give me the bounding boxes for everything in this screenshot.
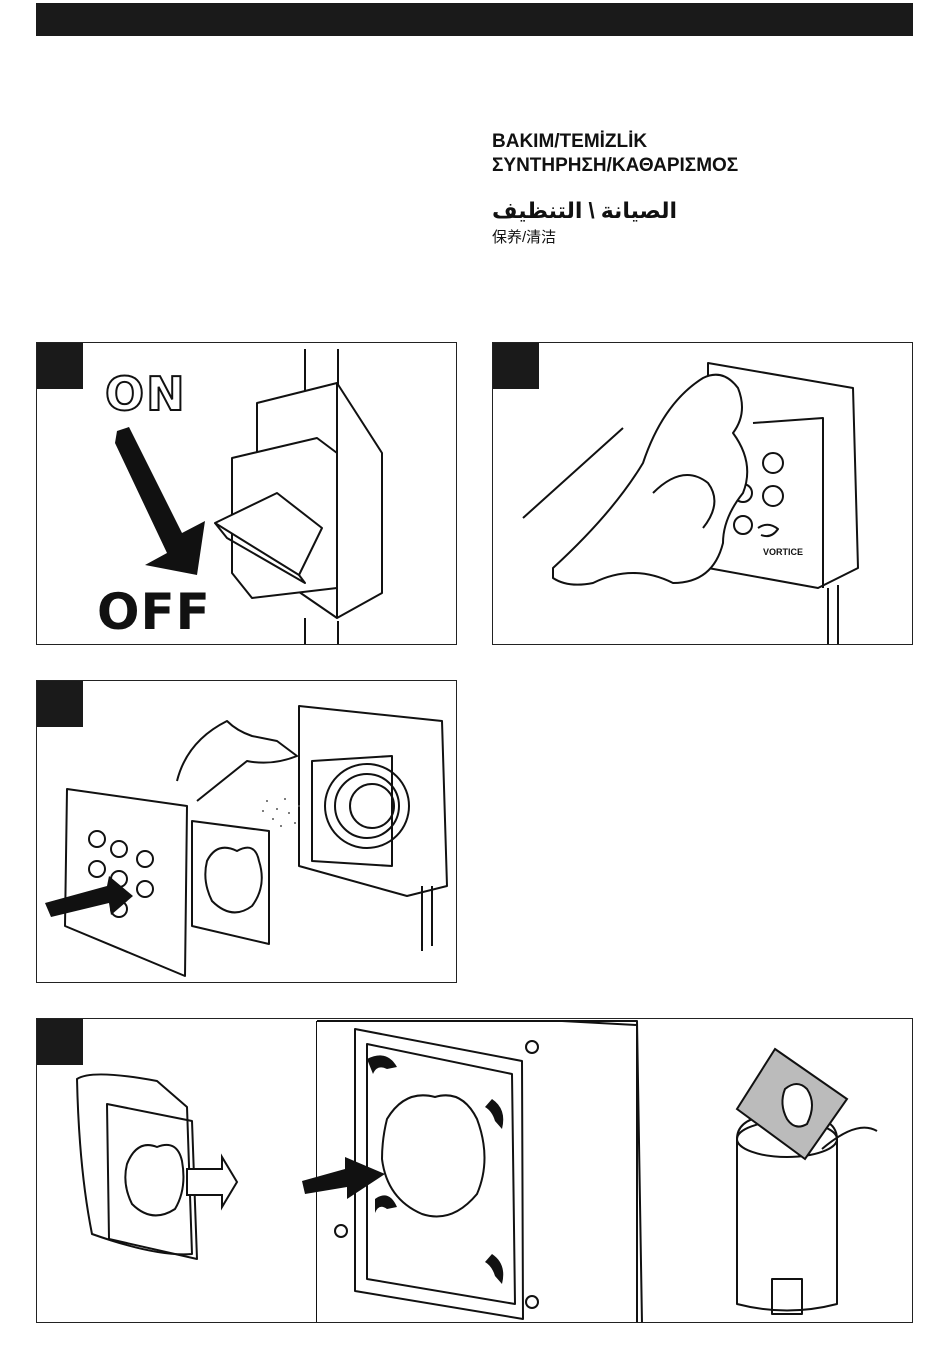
title-turkish: BAKIM/TEMİZLİK: [492, 130, 912, 154]
title-greek: ΣΥΝΤΗΡΗΣΗ/ΚΑΘΑΡΙΣΜΟΣ: [492, 154, 912, 178]
title-arabic: الصيانة \ التنظيف: [492, 196, 912, 226]
panel-remove-cover: [36, 680, 457, 983]
on-label: ON: [105, 367, 187, 421]
brand-logo-text: VORTICE: [763, 547, 803, 557]
wipe-illustration: VORTICE: [493, 343, 913, 645]
section-titles: BAKIM/TEMİZLİK ΣΥΝΤΗΡΗΣΗ/ΚΑΘΑΡΙΣΜΟΣ الصي…: [492, 130, 912, 248]
cleaning-illustration: [37, 681, 457, 983]
filter-replace-illustration: [37, 1019, 913, 1323]
panel-wipe-cover: VORTICE: [492, 342, 913, 645]
header-bar: [36, 3, 913, 36]
off-label: OFF: [97, 583, 211, 641]
panel-switch-off: ON OFF: [36, 342, 457, 645]
title-chinese: 保养/清洁: [492, 228, 912, 248]
panel-replace-filter: [36, 1018, 913, 1323]
